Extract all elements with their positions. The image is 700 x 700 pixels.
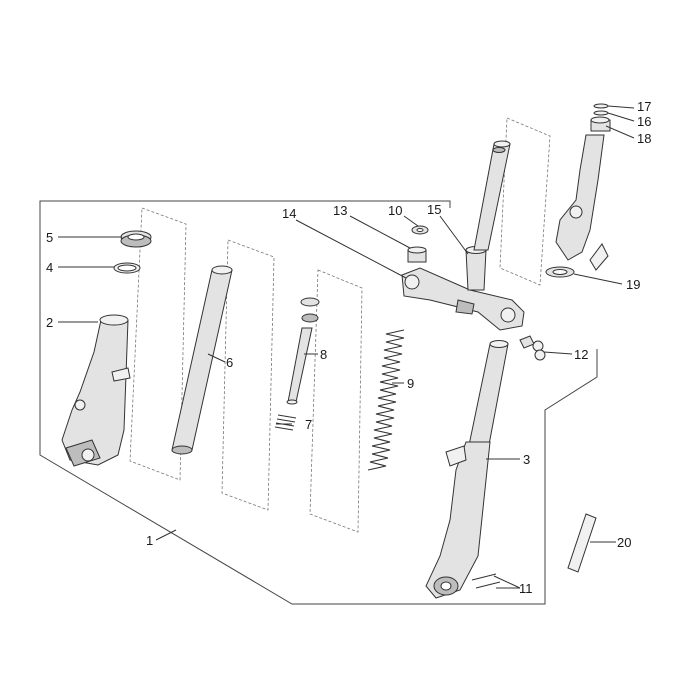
dashed-box-tube (221, 239, 275, 511)
callout-17: 17 (637, 99, 651, 114)
callout-5: 5 (46, 230, 53, 245)
callout-20: 20 (617, 535, 631, 550)
callout-18: 18 (637, 131, 651, 146)
washers-part (593, 103, 609, 116)
main-spring-part (367, 329, 405, 471)
right-fork-leg-part (425, 340, 509, 599)
triple-clamp-part (401, 267, 525, 331)
callout-12: 12 (574, 347, 588, 362)
upper-nut-part (590, 116, 611, 132)
callout-6: 6 (226, 355, 233, 370)
callout-3: 3 (523, 452, 530, 467)
leader-lines (58, 105, 635, 589)
dashed-box-damper (309, 269, 363, 533)
steering-stem-part (465, 246, 487, 291)
rebound-spring-part (274, 414, 297, 431)
clamp-bolts-part (519, 335, 546, 361)
callout-11: 11 (519, 581, 533, 596)
callout-8: 8 (320, 347, 327, 362)
dashed-box-seal (129, 207, 187, 481)
assembly-outline (39, 200, 598, 605)
top-cap-part (411, 225, 429, 235)
callout-1: 1 (146, 533, 153, 548)
callout-7: 7 (305, 417, 312, 432)
callout-19: 19 (626, 277, 640, 292)
damper-rod-part (286, 297, 320, 405)
bearing-part (545, 266, 575, 278)
dashed-box-steering (499, 117, 551, 286)
callout-9: 9 (407, 376, 414, 391)
band-part (567, 513, 597, 573)
bushing-part (407, 246, 427, 263)
dust-seal-part (120, 230, 152, 248)
circlip-part (113, 262, 141, 274)
callout-13: 13 (333, 203, 347, 218)
callout-2: 2 (46, 315, 53, 330)
callout-14: 14 (282, 206, 296, 221)
steering-tube-part (473, 140, 511, 251)
callout-15: 15 (427, 202, 441, 217)
callout-10: 10 (388, 203, 402, 218)
left-slider-part (61, 314, 131, 467)
callout-16: 16 (637, 114, 651, 129)
axle-bolts-part (471, 573, 501, 589)
head-bracket-part (555, 134, 609, 271)
inner-tube-part (171, 265, 233, 455)
callout-4: 4 (46, 260, 53, 275)
